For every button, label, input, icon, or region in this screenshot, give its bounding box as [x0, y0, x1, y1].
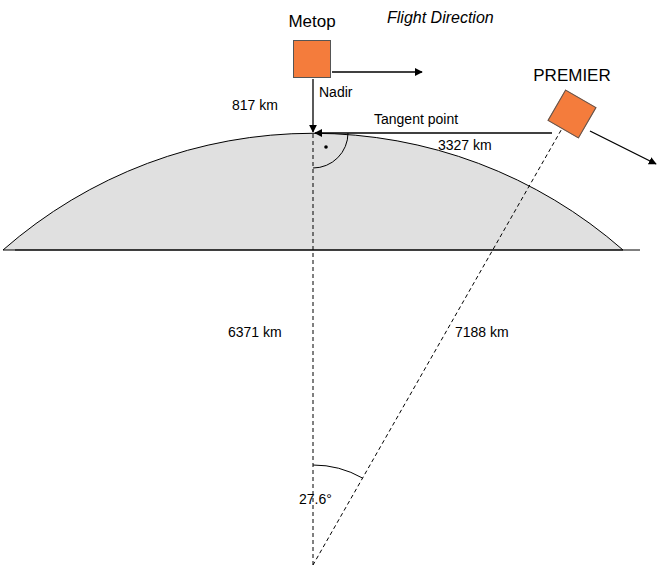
dimension-label: 817 km	[232, 98, 278, 113]
nadir-arrow	[312, 79, 313, 132]
right-angle-arc	[313, 133, 348, 168]
dimension-label: Nadir	[319, 85, 352, 100]
dimension-label: 3327 km	[438, 138, 492, 153]
satellite-name: Metop	[288, 12, 335, 32]
satellite-name: PREMIER	[533, 66, 610, 86]
dimension-label: 6371 km	[228, 325, 282, 340]
dimension-label: 7188 km	[455, 325, 509, 340]
satellite: PREMIER	[554, 96, 590, 132]
direction-label: Flight Direction	[387, 9, 494, 27]
flight-direction-arrow	[332, 71, 422, 72]
satellite: Metop	[293, 40, 331, 78]
angle-label: 27.6°	[299, 492, 332, 507]
satellite-body	[293, 40, 331, 78]
right-angle-dot	[324, 145, 328, 149]
satellite-body	[547, 89, 596, 138]
line-of-sight-arrow	[315, 132, 552, 133]
base-line	[15, 250, 640, 251]
dimension-label: Tangent point	[374, 112, 458, 127]
premier-direction-arrow	[590, 131, 656, 164]
orbit-radius-line	[313, 118, 568, 565]
angle-arc	[313, 465, 363, 478]
